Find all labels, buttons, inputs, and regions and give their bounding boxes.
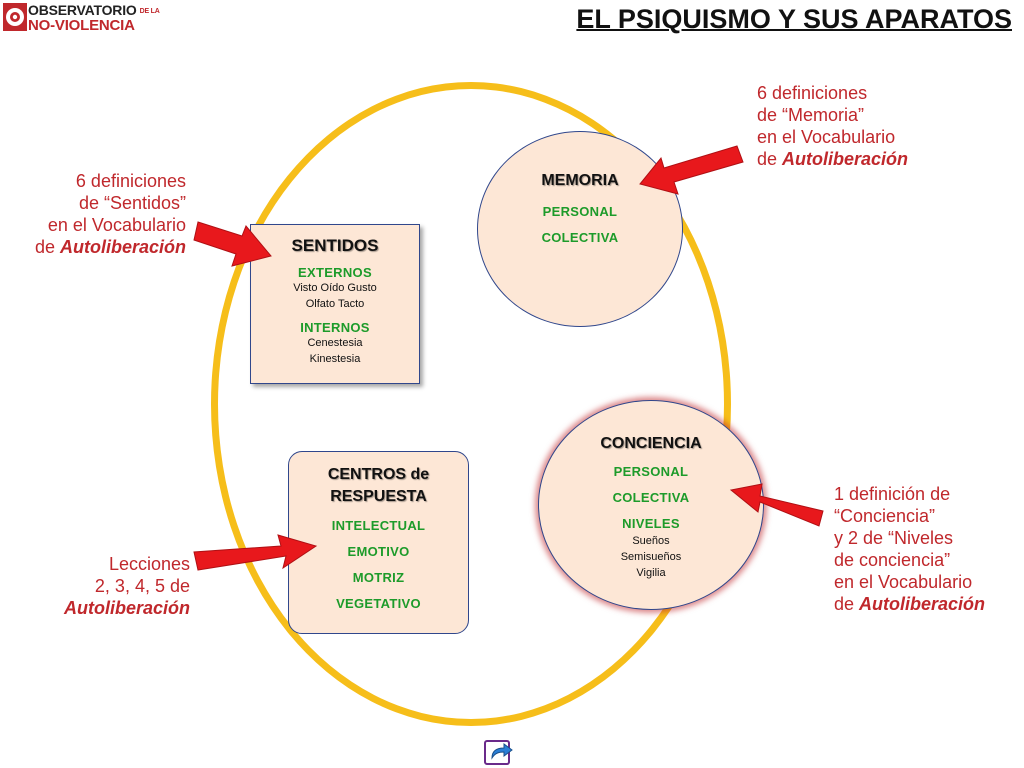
note-conciencia-line5: en el Vocabulario xyxy=(834,572,973,592)
note-sentidos-line2: de “Sentidos” xyxy=(78,193,186,213)
note-conciencia-line6: de Autoliberación xyxy=(834,594,986,614)
centros-item: VEGETATIVO xyxy=(336,596,421,611)
conciencia-item-niveles: NIVELES xyxy=(622,516,680,531)
note-memoria-line4: de Autoliberación xyxy=(757,149,909,169)
note-centros-line2: 2, 3, 4, 5 de xyxy=(94,576,190,596)
return-icon[interactable] xyxy=(484,738,514,766)
centros-header-line2: RESPUESTA xyxy=(330,488,427,505)
sentidos-externos-items-1: Visto Oído Gusto xyxy=(293,282,377,294)
sentidos-box: SENTIDOS EXTERNOS Visto Oído Gusto Olfat… xyxy=(250,224,420,384)
sentidos-internos-item-1: Cenestesia xyxy=(307,337,363,349)
centros-header-line1: CENTROS de xyxy=(327,466,430,483)
arrow-left-icon xyxy=(729,483,824,527)
logo-line2: NO-VIOLENCIA xyxy=(28,17,135,34)
sentidos-externos: EXTERNOS xyxy=(298,265,372,280)
note-memoria: 6 definiciones de “Memoria” en el Vocabu… xyxy=(757,82,957,170)
conciencia-item-colectiva: COLECTIVA xyxy=(612,490,690,505)
centros-item: MOTRIZ xyxy=(352,570,405,585)
logo-line1-small: DE LA xyxy=(139,7,160,15)
note-conciencia-line3: y 2 de “Niveles xyxy=(834,528,954,548)
psiquismo-ring xyxy=(211,82,731,726)
conciencia-header: CONCIENCIA xyxy=(600,435,702,452)
note-conciencia-line2: “Conciencia” xyxy=(834,506,936,526)
centros-item: EMOTIVO xyxy=(347,544,410,559)
note-conciencia-em: Autoliberación xyxy=(859,594,986,614)
note-sentidos-line3: en el Vocabulario xyxy=(47,215,186,235)
note-memoria-line2: de “Memoria” xyxy=(757,105,865,125)
arrow-left-icon xyxy=(639,145,744,195)
arrow-right-icon xyxy=(193,534,318,571)
note-memoria-line1: 6 definiciones xyxy=(757,83,868,103)
centros-header: CENTROS de RESPUESTA xyxy=(289,464,468,508)
note-conciencia-line1: 1 definición de xyxy=(834,484,951,504)
note-centros-line1: Lecciones xyxy=(108,554,190,574)
memoria-item-colectiva: COLECTIVA xyxy=(541,230,619,245)
note-memoria-line3: en el Vocabulario xyxy=(757,127,896,147)
conciencia-circle: CONCIENCIA PERSONAL COLECTIVA NIVELES Su… xyxy=(538,400,764,610)
note-conciencia-line4: de conciencia” xyxy=(834,550,951,570)
page-title: EL PSIQUISMO Y SUS APARATOS xyxy=(576,4,1012,34)
memoria-item-personal: PERSONAL xyxy=(542,204,618,219)
memoria-circle: MEMORIA PERSONAL COLECTIVA xyxy=(477,131,683,327)
sentidos-header: SENTIDOS xyxy=(291,236,379,255)
sentidos-internos: INTERNOS xyxy=(300,320,370,335)
note-conciencia: 1 definición de “Conciencia” y 2 de “Niv… xyxy=(834,483,1020,615)
sentidos-internos-item-2: Kinestesia xyxy=(309,353,361,365)
note-sentidos-line1: 6 definiciones xyxy=(75,171,186,191)
conciencia-level: Vigilia xyxy=(636,567,666,579)
memoria-header: MEMORIA xyxy=(541,172,619,189)
note-sentidos-line4: de Autoliberación xyxy=(34,237,186,257)
logo-mark-icon xyxy=(3,3,27,31)
centros-item: INTELECTUAL xyxy=(331,518,426,533)
conciencia-level: Semisueños xyxy=(620,551,682,563)
note-sentidos-em: Autoliberación xyxy=(59,237,186,257)
sentidos-externos-items-2: Olfato Tacto xyxy=(305,298,365,310)
note-memoria-em: Autoliberación xyxy=(782,149,909,169)
note-centros-em: Autoliberación xyxy=(63,598,190,618)
centros-box: CENTROS de RESPUESTA INTELECTUAL EMOTIVO… xyxy=(288,451,469,634)
conciencia-level: Sueños xyxy=(632,535,670,547)
arrow-right-icon xyxy=(193,221,272,267)
note-centros: Lecciones 2, 3, 4, 5 de Autoliberación xyxy=(30,553,190,619)
note-sentidos: 6 definiciones de “Sentidos” en el Vocab… xyxy=(10,170,186,258)
conciencia-item-personal: PERSONAL xyxy=(613,464,689,479)
